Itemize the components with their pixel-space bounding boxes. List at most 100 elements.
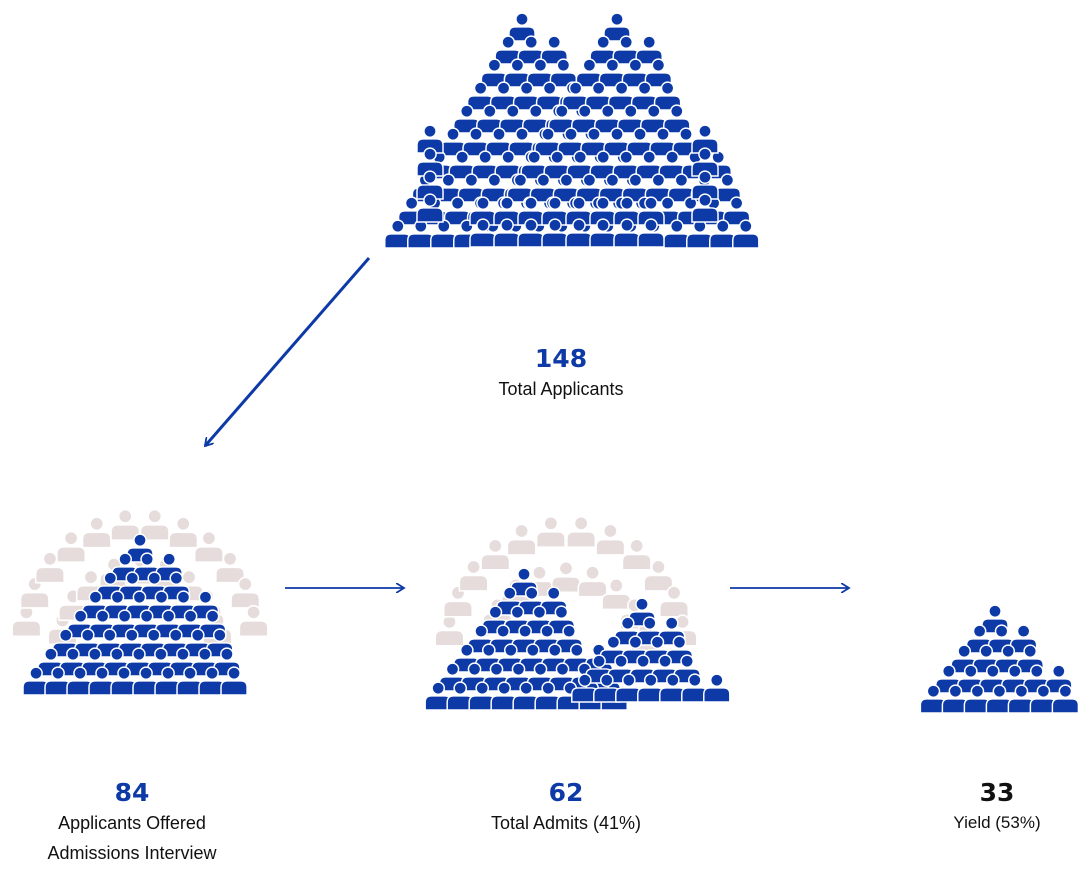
person-icon [691, 170, 719, 200]
person-icon [603, 127, 631, 157]
person-icon [494, 35, 522, 65]
person-icon [493, 218, 521, 248]
person-outline-icon [458, 559, 489, 592]
person-icon [613, 218, 641, 248]
stat-total-admits: 62 Total Admits (41%) [416, 778, 716, 838]
person-outline-icon [81, 516, 112, 549]
person-icon [213, 647, 241, 677]
person-outline-icon [658, 585, 690, 618]
person-icon [703, 673, 731, 703]
person-icon [919, 684, 948, 714]
person-icon [44, 666, 72, 696]
person-icon [416, 124, 444, 154]
person-outline-icon [214, 551, 246, 584]
person-icon [691, 147, 719, 177]
person-icon [691, 124, 719, 154]
crowd-yield [919, 604, 1080, 714]
person-outline-icon [56, 530, 87, 564]
person-icon [589, 196, 617, 226]
stat-number: 148 [534, 344, 588, 373]
person-outline-icon [601, 578, 632, 611]
person-icon [541, 196, 569, 226]
person-icon [981, 604, 1009, 634]
person-icon [681, 673, 709, 703]
stat-interview-offered: 84 Applicants Offered Admissions Intervi… [0, 778, 282, 868]
person-outline-icon [238, 604, 269, 638]
person-outline-icon [434, 614, 465, 647]
person-icon [510, 567, 538, 597]
stat-label: Total Admits (41%) [490, 813, 642, 833]
stat-number: 33 [979, 778, 1015, 807]
person-outline-icon [577, 565, 608, 598]
diagonal-arrow [203, 257, 371, 446]
crowd-total-admits [424, 515, 731, 711]
person-icon [443, 196, 472, 226]
person-outline-icon [110, 508, 141, 542]
person-icon [503, 58, 532, 88]
person-icon [490, 681, 518, 711]
person-icon [475, 643, 503, 673]
stat-label-line-1: Applicants Offered [58, 813, 206, 833]
person-icon [659, 673, 687, 703]
person-icon [424, 681, 452, 711]
person-icon [416, 170, 444, 200]
person-icon [732, 219, 760, 249]
person-icon [575, 58, 604, 88]
person-icon [691, 193, 719, 223]
person-icon [985, 684, 1014, 714]
person-icon [637, 673, 665, 703]
person-icon [446, 681, 474, 711]
person-icon [615, 673, 643, 703]
person-icon [585, 654, 613, 684]
stat-number: 62 [548, 778, 584, 807]
person-icon [416, 147, 444, 177]
stat-yield: 33 Yield (53%) [847, 778, 1080, 838]
person-icon [565, 196, 593, 226]
person-icon [613, 196, 641, 226]
person-icon [709, 219, 737, 249]
person-outline-icon [480, 538, 511, 571]
person-icon [468, 681, 496, 711]
person-icon [637, 196, 665, 226]
stat-label-line-2: Admissions Interview [47, 843, 217, 863]
person-outline-icon [11, 604, 42, 638]
person-icon [1045, 664, 1073, 694]
person-outline-icon [34, 551, 66, 584]
person-outline-icon [643, 559, 674, 592]
person-outline-icon [506, 523, 537, 556]
person-icon [517, 218, 545, 248]
person-icon [469, 196, 497, 226]
person-outline-icon [19, 576, 50, 609]
person-outline-icon [621, 538, 652, 571]
person-icon [154, 666, 182, 696]
person-icon [540, 35, 568, 65]
stat-label: Yield (53%) [953, 813, 1041, 832]
person-icon [132, 666, 160, 696]
person-icon [571, 673, 599, 703]
person-icon [51, 628, 80, 658]
person-icon [508, 12, 536, 42]
person-outline-icon [193, 530, 224, 564]
person-icon [589, 218, 617, 248]
person-outline-icon [535, 515, 566, 549]
person-icon [541, 218, 569, 248]
crowd-interview-offered [11, 508, 269, 696]
person-outline-icon [595, 523, 626, 556]
person-icon [965, 624, 994, 654]
person-outline-icon [230, 576, 261, 609]
person-icon [220, 666, 248, 696]
stat-number: 84 [114, 778, 150, 807]
person-outline-icon [168, 516, 199, 549]
person-icon [555, 624, 583, 654]
person-outline-icon [139, 508, 170, 542]
person-icon [612, 150, 640, 180]
crowd-total-applicants [384, 12, 760, 249]
stat-total-applicants: 148 Total Applicants [411, 344, 711, 404]
person-icon [66, 666, 94, 696]
person-icon [1051, 684, 1080, 714]
person-icon [416, 193, 444, 223]
person-icon [469, 218, 497, 248]
person-outline-icon [566, 515, 597, 549]
person-icon [541, 643, 569, 673]
